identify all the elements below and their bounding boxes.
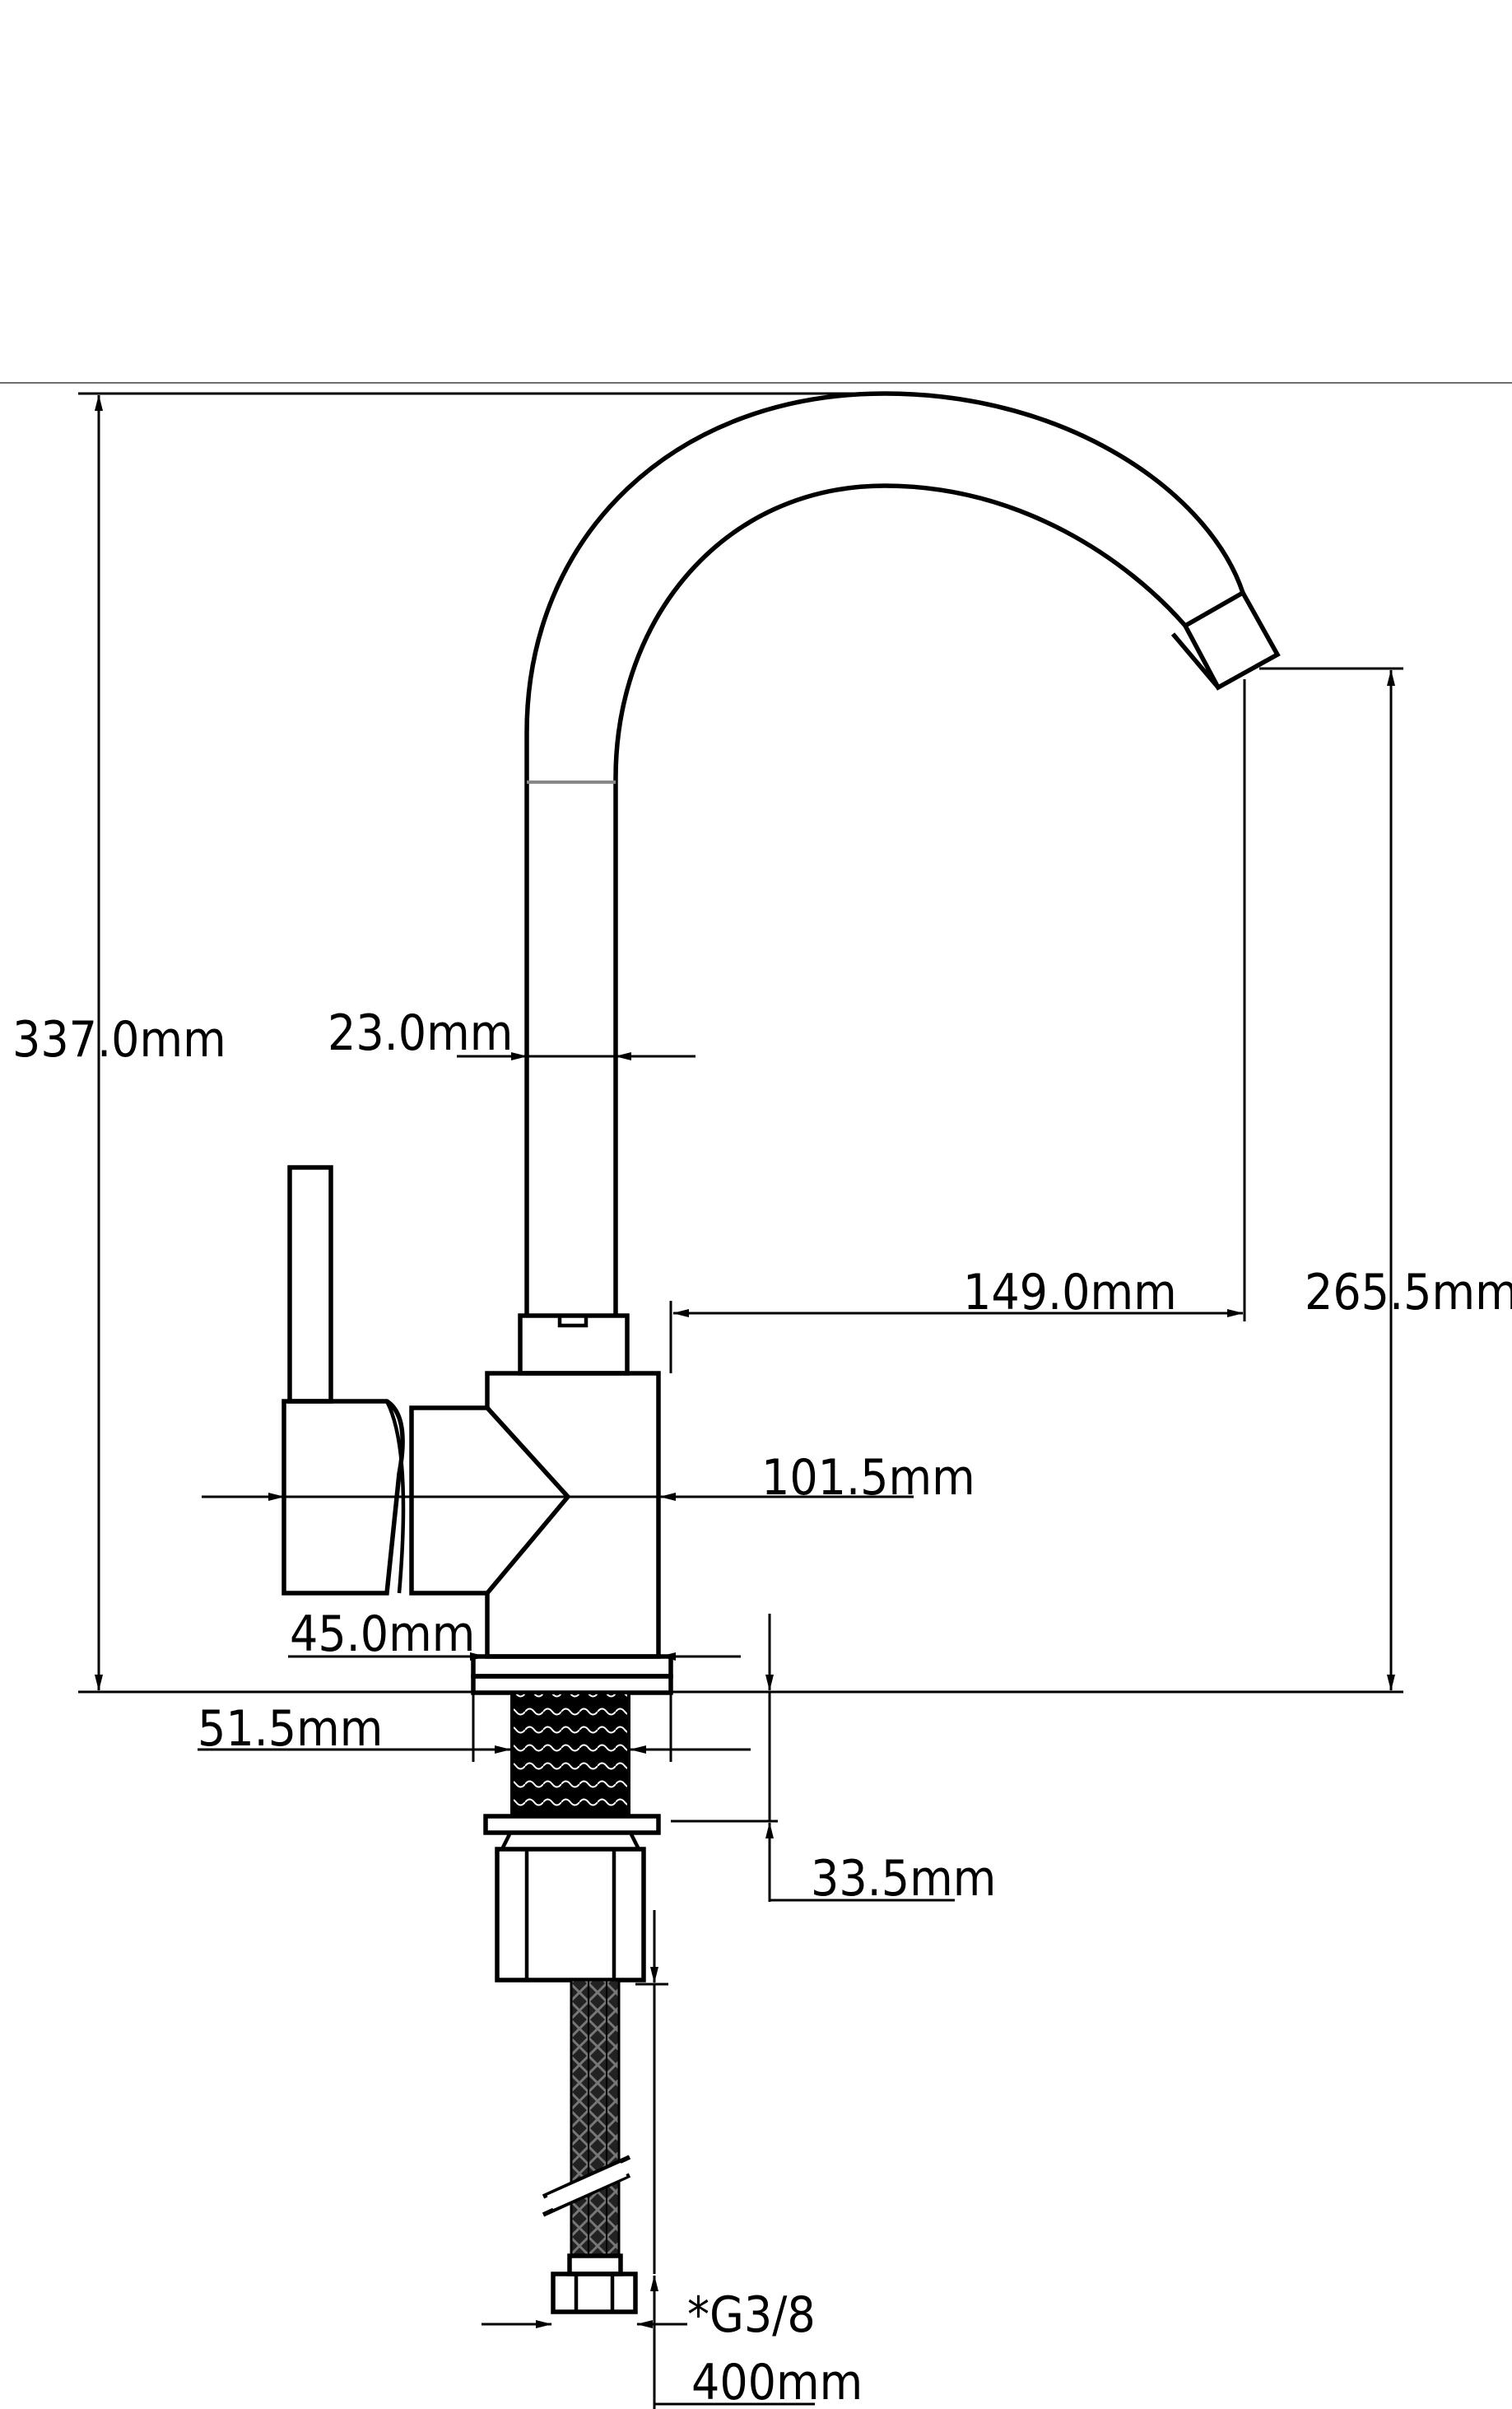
collar-notch [557, 1316, 589, 1328]
spout-reach-label: 149.0mm [963, 1264, 1177, 1321]
hose-end-nut [551, 2272, 638, 2314]
shank-diameter-label: 51.5mm [198, 1700, 383, 1758]
spout-diameter-label: 23.0mm [328, 1004, 513, 1062]
base-diameter-label: 45.0mm [290, 1605, 475, 1663]
dimension-lines [78, 392, 1403, 2409]
hose-ferrule [567, 2253, 623, 2276]
hose-break-gap [547, 2162, 627, 2210]
spout-aerator-tip [1182, 589, 1281, 691]
outlet-height-label: 265.5mm [1305, 1264, 1512, 1321]
spout-outer-curve [524, 391, 1245, 1316]
hose-break-line-1 [542, 2155, 631, 2199]
body-depth-label: 101.5mm [761, 1449, 975, 1507]
mounting-nut [495, 1847, 646, 1983]
braided-hose [570, 1978, 621, 2258]
body-chamfer [485, 1406, 571, 1595]
base-ring [471, 1654, 673, 1679]
connection-thread-label: *G3/8 [687, 2286, 816, 2344]
base-plate [471, 1674, 673, 1695]
hose-break-line-2 [542, 2173, 631, 2217]
faucet-outline [281, 391, 1281, 2314]
threaded-shank [510, 1691, 630, 1818]
mounting-washer [483, 1814, 661, 1835]
overall-height-label: 337.0mm [12, 1011, 226, 1069]
spout-inner-curve [613, 483, 1188, 1316]
aerator-edge [1170, 632, 1221, 689]
lever-handle [287, 1165, 333, 1404]
deck-thickness-label: 33.5mm [811, 1850, 996, 1908]
nut-chamfer [500, 1831, 641, 1851]
lever-hub-profile [385, 1400, 406, 1594]
hose-length-label: 400mm [691, 2354, 863, 2409]
dimension-labels: 337.0mm 23.0mm 149.0mm 265.5mm 101.5mm 4… [12, 1004, 1512, 2409]
